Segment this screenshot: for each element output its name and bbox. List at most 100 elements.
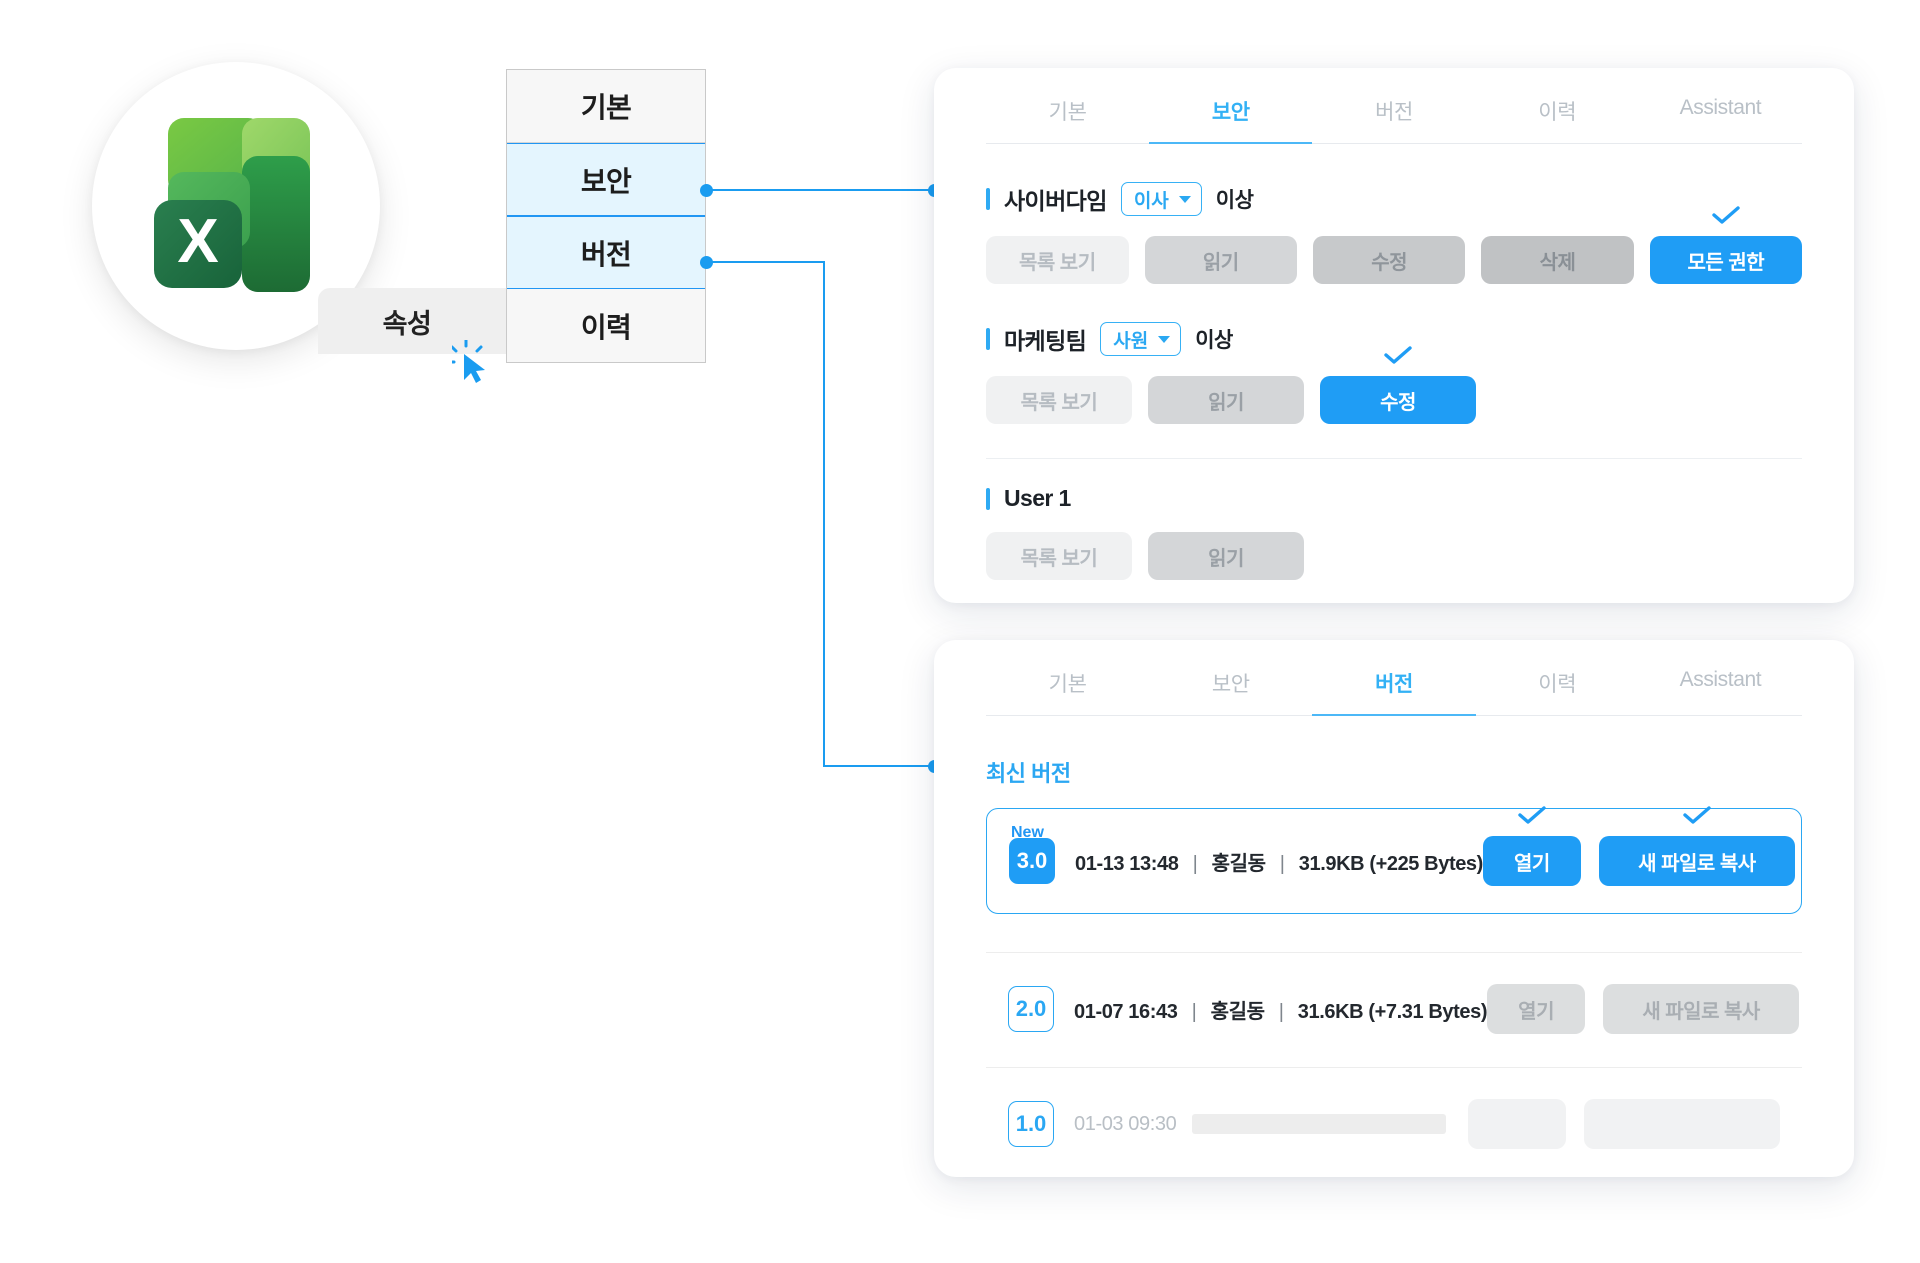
- version-size: 31.6KB (+7.31 Bytes): [1297, 1000, 1488, 1023]
- menu-item-label: 보안: [580, 165, 632, 197]
- pill-label: 읽기: [1202, 251, 1239, 274]
- menu-item-label: 이력: [580, 311, 632, 343]
- tab-version[interactable]: 버전: [1312, 96, 1476, 144]
- group-name: User 1: [1004, 485, 1071, 511]
- check-icon: [1517, 806, 1547, 832]
- role-select-value: 사원: [1113, 330, 1149, 352]
- version-meta: 01-07 16:43 | 홍길동 | 31.6KB (+7.31 Bytes): [1074, 995, 1487, 1024]
- tab-assistant[interactable]: Assistant: [1638, 668, 1803, 716]
- pill-label: 읽기: [1208, 547, 1244, 570]
- svg-text:X: X: [177, 207, 218, 276]
- permission-pill-row: 목록 보기 읽기 수정: [986, 346, 1802, 424]
- check-icon: [1711, 206, 1741, 232]
- permission-edit[interactable]: 수정: [1312, 236, 1466, 284]
- permission-list-view[interactable]: 목록 보기: [986, 236, 1129, 284]
- pill-label: 목록 보기: [1020, 547, 1098, 570]
- security-tab-bar: 기본 보안 버전 이력 Assistant: [934, 68, 1854, 144]
- connector-version-h2: [823, 765, 932, 767]
- copy-to-new-file-button[interactable]: 새 파일로 복사: [1603, 984, 1800, 1034]
- check-icon: [1383, 346, 1413, 372]
- tab-label: 기본: [1048, 673, 1087, 696]
- menu-item-basic[interactable]: 기본: [507, 70, 705, 143]
- latest-version-label: 최신 버전: [986, 761, 1071, 786]
- menu-item-security[interactable]: 보안: [507, 143, 705, 216]
- permission-read[interactable]: 읽기: [1148, 532, 1304, 580]
- meta-separator: |: [1279, 852, 1285, 875]
- version-actions: [1468, 1099, 1780, 1149]
- permission-group-header: 마케팅팀 사원 이상: [986, 322, 1802, 356]
- security-panel: 기본 보안 버전 이력 Assistant 사이버다임 이사 이상 목록 보기 …: [934, 68, 1854, 603]
- version-list: 최신 버전 New 3.0 01-13 13:48 | 홍길동 | 31.9KB…: [934, 756, 1854, 1152]
- permission-group-header: User 1: [986, 485, 1802, 512]
- tab-basic[interactable]: 기본: [986, 96, 1150, 144]
- tab-assistant[interactable]: Assistant: [1638, 96, 1803, 144]
- permission-read[interactable]: 읽기: [1148, 376, 1304, 424]
- permission-all[interactable]: 모든 권한: [1649, 206, 1803, 284]
- tab-label: Assistant: [1679, 96, 1762, 119]
- menu-item-label: 버전: [580, 238, 632, 270]
- copy-to-new-file-button[interactable]: 새 파일로 복사: [1598, 806, 1795, 886]
- menu-item-version[interactable]: 버전: [507, 216, 705, 289]
- permission-delete[interactable]: 삭제: [1481, 236, 1634, 284]
- permission-read[interactable]: 읽기: [1144, 236, 1297, 284]
- version-author: 홍길동: [1210, 1000, 1265, 1023]
- group-suffix: 이상: [1195, 329, 1233, 352]
- pill-label: 목록 보기: [1018, 251, 1096, 274]
- group-name: 마케팅팀: [1004, 328, 1087, 354]
- connector-security: [706, 189, 932, 191]
- new-badge: New: [1011, 824, 1044, 841]
- version-tab-bar: 기본 보안 버전 이력 Assistant: [934, 640, 1854, 716]
- connector-version-v: [823, 261, 825, 767]
- connector-dot-version-start: [700, 256, 713, 269]
- chevron-down-icon: [1158, 335, 1171, 343]
- permission-pill-row: 목록 보기 읽기: [986, 532, 1802, 580]
- open-button[interactable]: 열기: [1487, 984, 1586, 1034]
- version-datetime: 01-03 09:30: [1074, 1112, 1177, 1135]
- permission-list-view[interactable]: 목록 보기: [986, 532, 1132, 580]
- permission-list-view[interactable]: 목록 보기: [986, 376, 1132, 424]
- pill-label: 목록 보기: [1020, 391, 1098, 414]
- chevron-down-icon: [1178, 195, 1191, 203]
- open-button-label: 열기: [1518, 1000, 1554, 1023]
- pill-label: 수정: [1371, 251, 1408, 274]
- version-divider: [986, 1067, 1802, 1068]
- check-icon: [1682, 806, 1712, 832]
- role-select-value: 이사: [1133, 190, 1169, 212]
- open-button[interactable]: [1468, 1099, 1566, 1149]
- tab-label: 버전: [1375, 673, 1413, 696]
- menu-item-history[interactable]: 이력: [507, 289, 705, 362]
- tab-history[interactable]: 이력: [1475, 668, 1639, 716]
- open-button[interactable]: 열기: [1482, 806, 1581, 886]
- tab-security[interactable]: 보안: [1149, 668, 1313, 716]
- meta-separator: |: [1278, 1000, 1284, 1023]
- version-author: 홍길동: [1211, 852, 1266, 875]
- version-row[interactable]: 1.0 01-03 09:30: [986, 1096, 1802, 1152]
- version-meta: 01-03 09:30: [1074, 1112, 1177, 1136]
- properties-tab[interactable]: 속성: [318, 288, 518, 354]
- masked-meta-placeholder: [1192, 1114, 1447, 1134]
- click-cursor-icon: [447, 338, 492, 384]
- properties-menu[interactable]: 기본 보안 버전 이력: [506, 69, 706, 363]
- version-datetime: 01-07 16:43: [1074, 1000, 1178, 1023]
- tab-security[interactable]: 보안: [1149, 96, 1313, 144]
- copy-to-new-file-button[interactable]: [1584, 1099, 1780, 1149]
- version-row[interactable]: New 3.0 01-13 13:48 | 홍길동 | 31.9KB (+225…: [986, 806, 1802, 914]
- version-actions: 열기 새 파일로 복사: [1487, 984, 1800, 1034]
- section-divider: [986, 458, 1802, 459]
- version-datetime: 01-13 13:48: [1075, 852, 1179, 875]
- version-row[interactable]: 2.0 01-07 16:43 | 홍길동 | 31.6KB (+7.31 By…: [986, 981, 1802, 1037]
- tab-version[interactable]: 버전: [1312, 668, 1476, 716]
- pill-label: 삭제: [1539, 251, 1576, 274]
- tab-history[interactable]: 이력: [1475, 96, 1639, 144]
- pill-label: 수정: [1380, 391, 1416, 414]
- group-name: 사이버다임: [1004, 188, 1107, 214]
- permission-edit[interactable]: 수정: [1320, 346, 1476, 424]
- tab-basic[interactable]: 기본: [986, 668, 1150, 716]
- permission-pill-row: 목록 보기 읽기 수정 삭제 모든 권한: [986, 206, 1803, 284]
- group-suffix: 이상: [1215, 189, 1254, 212]
- connector-dot-security-start: [700, 184, 713, 197]
- tab-label: 기본: [1048, 101, 1087, 124]
- role-select[interactable]: 사원: [1100, 322, 1182, 356]
- role-select[interactable]: 이사: [1120, 182, 1202, 216]
- connector-version-h1: [706, 261, 825, 263]
